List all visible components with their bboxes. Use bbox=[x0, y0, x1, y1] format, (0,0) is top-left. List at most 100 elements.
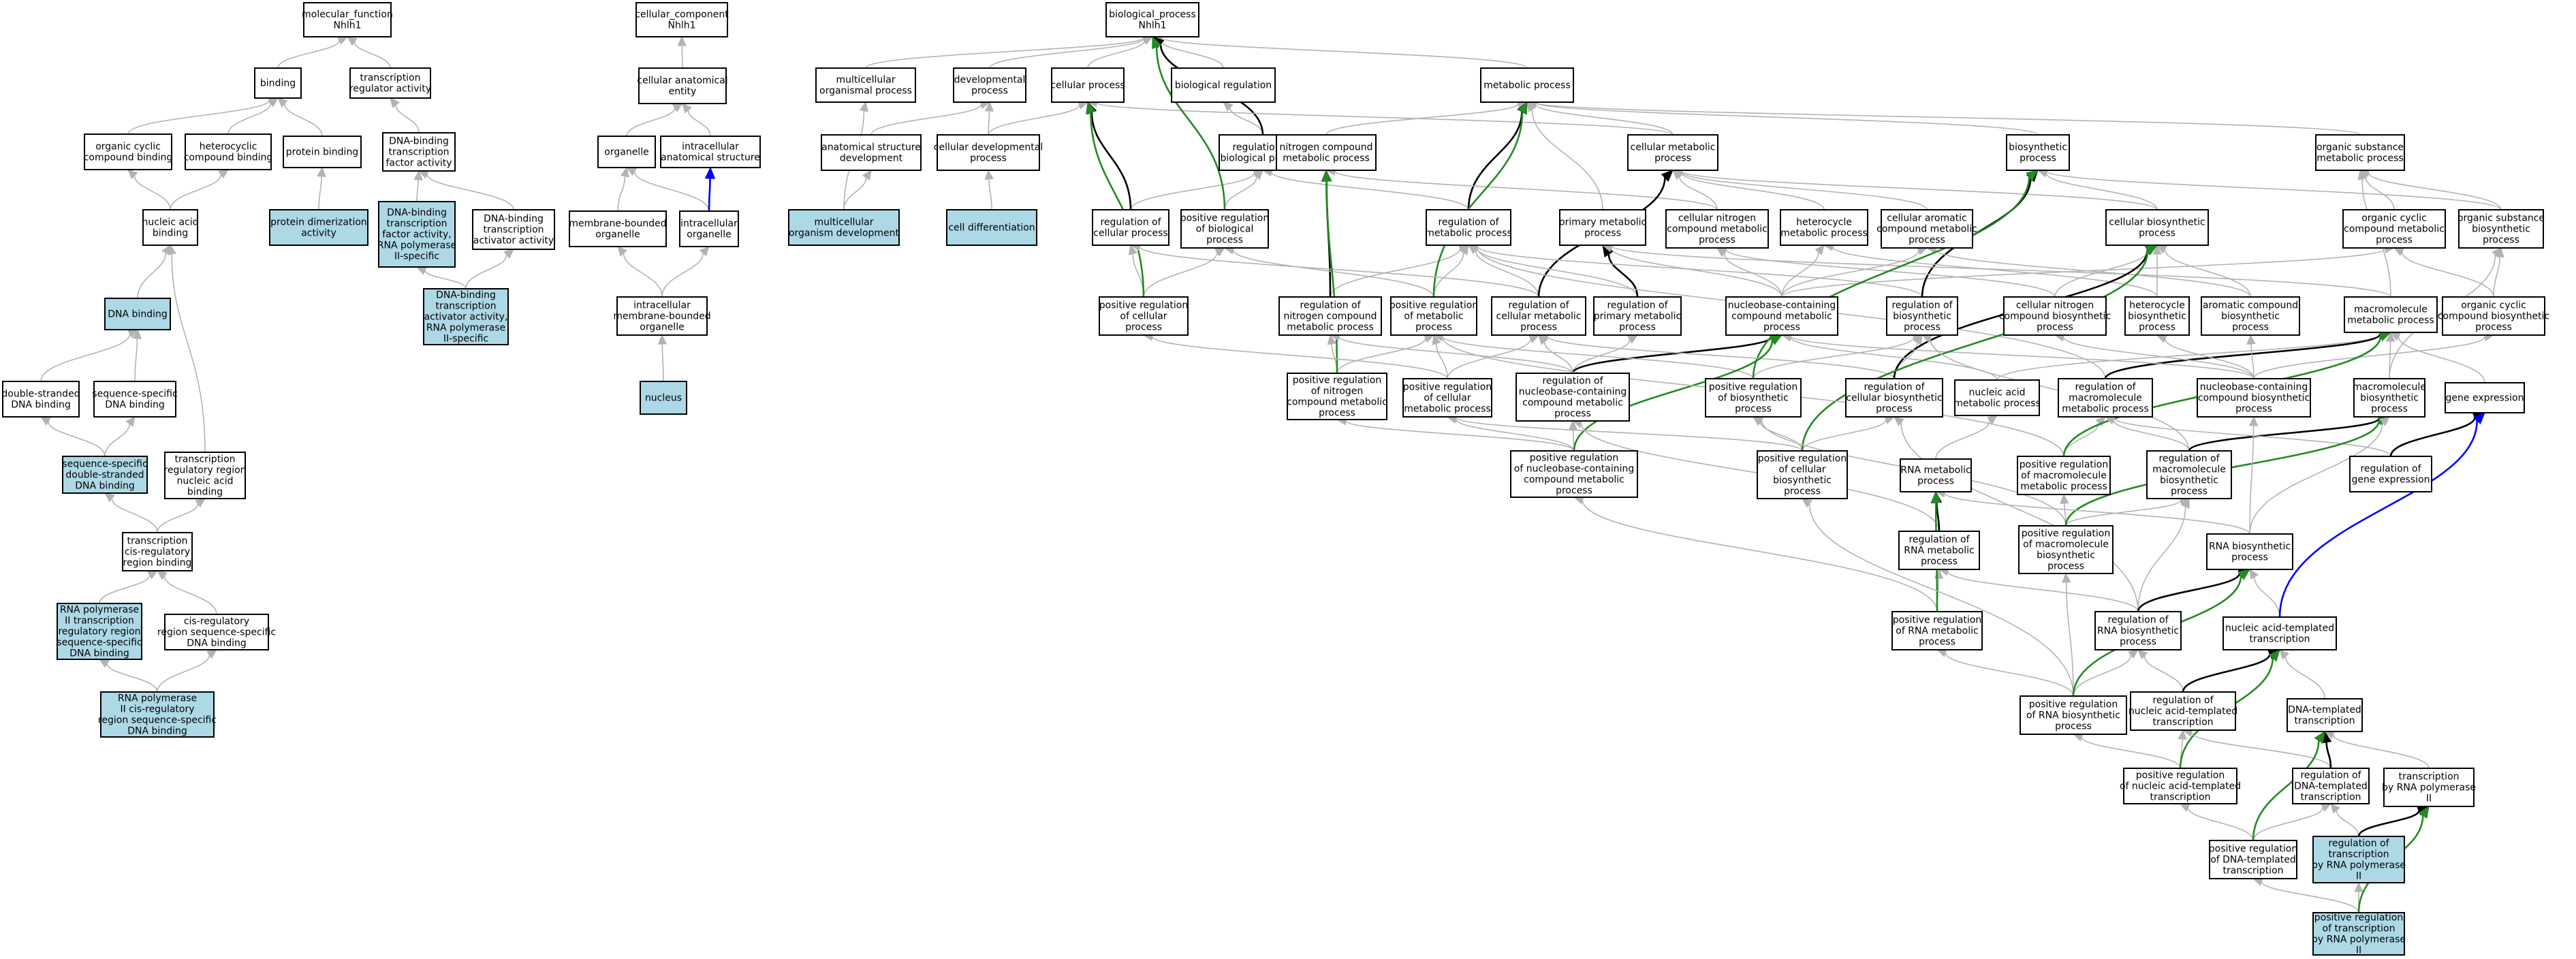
term-node-regulation-of-macromolecule-biosynthetic-process[interactable]: regulation ofmacromoleculebiosyntheticpr… bbox=[2146, 450, 2232, 499]
term-node-biological-regulation[interactable]: biological regulation bbox=[1171, 67, 1276, 103]
term-node-nucleus[interactable]: nucleus bbox=[640, 381, 687, 415]
term-label-line: process bbox=[1917, 475, 1954, 486]
term-node-cell-differentiation[interactable]: cell differentiation bbox=[946, 209, 1037, 246]
term-label-line: process bbox=[2139, 227, 2176, 238]
term-node-metabolic-process[interactable]: metabolic process bbox=[1480, 67, 1574, 103]
term-node-organelle[interactable]: organelle bbox=[597, 136, 656, 168]
term-node-regulation-of-nucleobase-containing-compound-metabolic-process[interactable]: regulation ofnucleobase-containingcompou… bbox=[1515, 373, 1630, 422]
edge-is-a bbox=[617, 246, 663, 298]
edge-line bbox=[1944, 492, 2250, 535]
term-node-binding[interactable]: binding bbox=[254, 67, 302, 99]
term-node-cellular-process[interactable]: cellular process bbox=[1050, 67, 1125, 103]
term-node-gene-expression[interactable]: gene expression bbox=[2445, 382, 2525, 413]
term-node-protein-binding[interactable]: protein binding bbox=[283, 136, 362, 168]
term-node-dna-binding[interactable]: DNA binding bbox=[104, 298, 171, 330]
